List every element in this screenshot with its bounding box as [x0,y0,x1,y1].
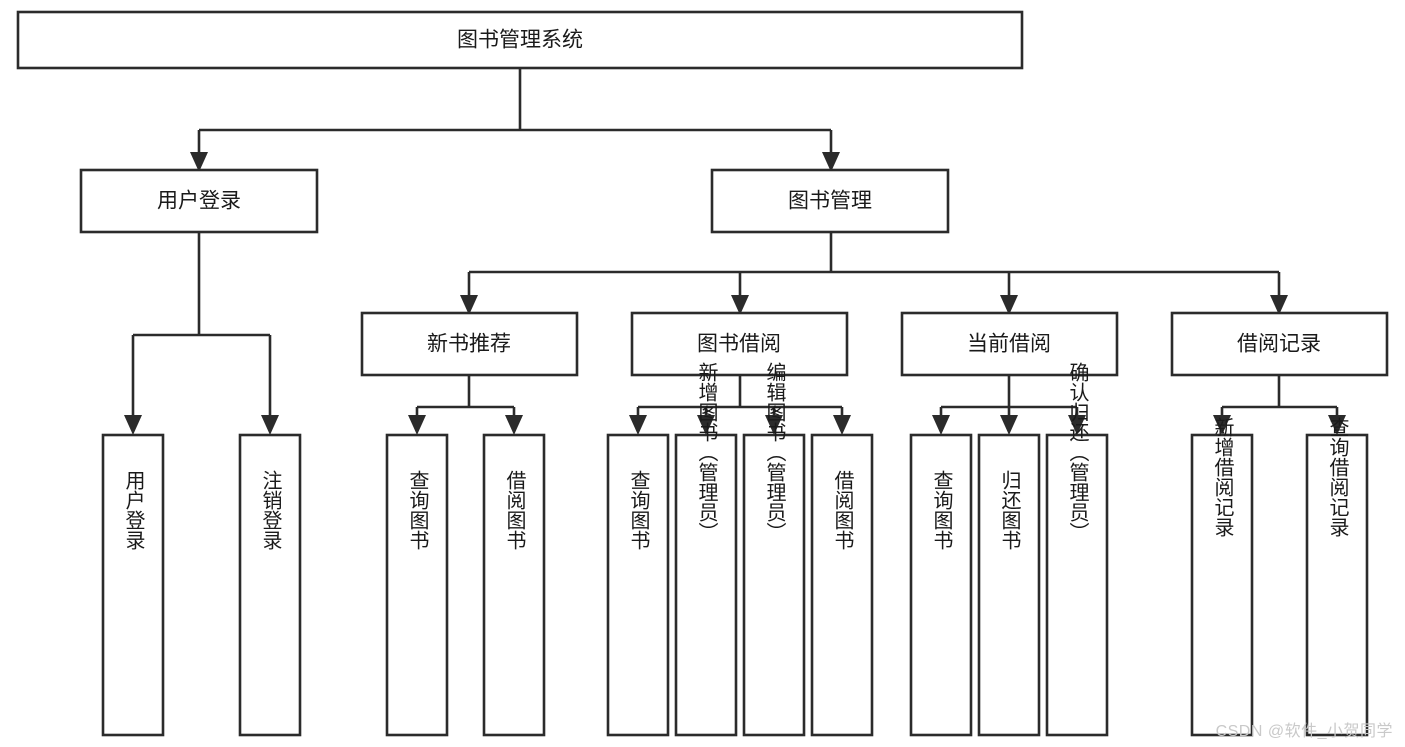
arrow-to-leaf-addrecord-icon [1213,415,1231,435]
node-book-manage-box[interactable] [710,168,950,234]
connectors-borrowrecord-to-leaves [1213,375,1346,435]
arrow-to-bookborrow-icon [731,295,749,315]
node-book-manage[interactable]: 图书管理 [710,168,950,234]
node-leaf-add-book-label: 新增图书（管理员） [695,362,718,542]
node-leaf-query-record-label: 查询借阅记录 [1326,417,1349,537]
node-new-book-rec-label: 新书推荐 [427,333,511,356]
arrow-to-leaf-borrowbook1-icon [505,415,523,435]
node-leaf-add-record-label: 新增借阅记录 [1211,417,1234,537]
arrow-to-leaf-returnbook-icon [1000,415,1018,435]
arrow-to-leaf-querybook3-icon [932,415,950,435]
node-leaf-confirm-return-box[interactable] [1045,433,1109,737]
arrow-to-user-login-icon [190,152,208,172]
arrow-to-leaf-confirmreturn-icon [1068,415,1086,435]
node-user-login-label: 用户登录 [157,190,241,213]
connectors-root-to-level2 [190,68,840,172]
connectors-bookmanage-to-level3 [460,232,1288,315]
node-leaf-query-book-2-box[interactable] [606,433,670,737]
node-leaf-add-book[interactable]: 新增图书（管理员） [674,362,738,737]
node-root-label: 图书管理系统 [457,29,583,52]
node-leaf-edit-book-box[interactable] [742,433,806,737]
node-leaf-add-book-box[interactable] [674,433,738,737]
node-book-manage-label: 图书管理 [788,190,872,213]
node-leaf-borrow-book-1-label: 借阅图书 [503,470,526,550]
node-borrow-record-box[interactable] [1170,311,1389,377]
node-leaf-add-record[interactable]: 新增借阅记录 [1190,417,1254,737]
node-leaf-query-book-3-box[interactable] [909,433,973,737]
node-new-book-rec[interactable]: 新书推荐 [360,311,579,377]
arrow-to-leaf-addbook-icon [697,415,715,435]
arrow-to-book-manage-icon [822,152,840,172]
node-current-borrow-box[interactable] [900,311,1119,377]
node-leaf-borrow-book-2[interactable]: 借阅图书 [810,433,874,737]
node-leaf-user-login-box[interactable] [101,433,165,737]
node-leaf-user-logout-box[interactable] [238,433,302,737]
node-leaf-return-book[interactable]: 归还图书 [977,433,1041,737]
connectors-currentborrow-to-leaves [932,375,1086,435]
node-leaf-query-record[interactable]: 查询借阅记录 [1305,417,1369,737]
connectors-newbook-to-leaves [408,375,523,435]
node-borrow-record-label: 借阅记录 [1237,333,1321,356]
connectors-bookborrow-to-leaves [629,375,851,435]
node-leaf-query-book-3[interactable]: 查询图书 [909,433,973,737]
arrow-to-leaf-editbook-icon [765,415,783,435]
node-leaf-query-record-box[interactable] [1305,433,1369,737]
node-leaf-query-book-1[interactable]: 查询图书 [385,433,449,737]
arrow-to-leaf-userlogout-icon [261,415,279,435]
node-leaf-user-logout[interactable]: 注销登录 [238,433,302,737]
node-user-login[interactable]: 用户登录 [79,168,319,234]
arrow-to-leaf-querybook1-icon [408,415,426,435]
arrow-to-borrowrecord-icon [1270,295,1288,315]
node-leaf-query-book-2[interactable]: 查询图书 [606,433,670,737]
node-leaf-user-logout-label: 注销登录 [259,470,282,550]
node-leaf-add-record-box[interactable] [1190,433,1254,737]
node-user-login-box[interactable] [79,168,319,234]
node-borrow-record[interactable]: 借阅记录 [1170,311,1389,377]
node-leaf-return-book-box[interactable] [977,433,1041,737]
connectors-userlogin-to-leaves [124,232,279,435]
arrow-to-newbook-icon [460,295,478,315]
node-leaf-borrow-book-2-box[interactable] [810,433,874,737]
node-leaf-borrow-book-1[interactable]: 借阅图书 [482,433,546,737]
node-book-borrow-box[interactable] [630,311,849,377]
node-book-borrow-label: 图书借阅 [697,333,781,356]
node-leaf-confirm-return-label: 确认归还（管理员） [1066,362,1089,542]
node-book-borrow[interactable]: 图书借阅 [630,311,849,377]
node-leaf-user-login-label: 用户登录 [122,470,145,550]
node-leaf-borrow-book-2-label: 借阅图书 [831,470,854,550]
arrow-to-leaf-borrowbook2-icon [833,415,851,435]
node-root-box[interactable] [16,10,1024,70]
node-leaf-query-book-2-label: 查询图书 [627,470,650,550]
node-leaf-edit-book[interactable]: 编辑图书（管理员） [742,362,806,737]
node-leaf-return-book-label: 归还图书 [998,470,1021,550]
arrow-to-leaf-querybook2-icon [629,415,647,435]
arrow-to-leaf-queryrecord-icon [1328,415,1346,435]
node-leaf-query-book-1-label: 查询图书 [406,470,429,550]
arrow-to-currentborrow-icon [1000,295,1018,315]
node-leaf-user-login[interactable]: 用户登录 [101,433,165,737]
node-leaf-borrow-book-1-box[interactable] [482,433,546,737]
node-leaf-edit-book-label: 编辑图书（管理员） [763,362,786,542]
node-leaf-query-book-3-label: 查询图书 [930,470,953,550]
node-current-borrow-label: 当前借阅 [967,333,1051,356]
arrow-to-leaf-userlogin-icon [124,415,142,435]
node-new-book-rec-box[interactable] [360,311,579,377]
node-leaf-confirm-return[interactable]: 确认归还（管理员） [1045,362,1109,737]
node-current-borrow[interactable]: 当前借阅 [900,311,1119,377]
node-root[interactable]: 图书管理系统 [16,10,1024,70]
node-leaf-query-book-1-box[interactable] [385,433,449,737]
